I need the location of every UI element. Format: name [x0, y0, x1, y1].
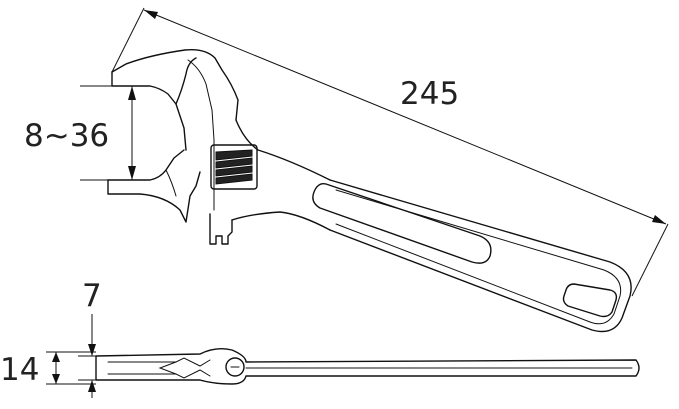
worm-screw: [215, 149, 253, 185]
fixed-jaw-outline: [111, 48, 239, 121]
worm-knob: [225, 357, 245, 377]
length-label: 245: [400, 76, 459, 112]
fourteen-arrow-up: [52, 352, 60, 362]
body-thickness-dimension: 14: [0, 351, 96, 388]
lower-jaw-inner: [165, 169, 177, 197]
extension-line-right: [631, 223, 669, 297]
jaw-throat: [175, 57, 197, 105]
arrow-right: [652, 215, 666, 224]
length-dimension-line: [143, 9, 667, 225]
fourteen-arrow-down: [52, 374, 60, 384]
handle-slot: [312, 182, 492, 264]
arrow-left: [144, 10, 158, 19]
top-view-body: [95, 347, 640, 385]
wrench-side-view: [107, 48, 632, 333]
hanging-hole: [562, 283, 618, 318]
top-view-jaw-line-lower: [107, 369, 211, 379]
jaw-thickness-label: 7: [82, 278, 102, 314]
jaw-thickness-dimension: 7: [78, 278, 102, 398]
jaw-opening-label: 8~36: [24, 118, 109, 154]
seven-arrow-up: [88, 380, 96, 392]
neck-upper: [235, 119, 331, 181]
top-view-jaw-line: [107, 357, 211, 367]
jaw-arrow-down: [128, 166, 136, 180]
neck-lower: [231, 211, 331, 231]
lower-jaw-face: [107, 149, 185, 181]
body-thickness-label: 14: [0, 352, 39, 388]
handle-inner-edge: [335, 189, 622, 325]
jaw-opening-dimension: 8~36: [24, 85, 136, 181]
head-inner-line: [187, 59, 215, 211]
extension-line-left: [111, 7, 145, 73]
rack-teeth: [209, 213, 233, 245]
upper-jaw-face: [111, 71, 187, 151]
top-view-jaw-wedge: [158, 361, 177, 375]
handle-outline: [329, 179, 632, 333]
overall-length-dimension: 245: [111, 7, 669, 297]
wrench-top-view: [95, 347, 640, 385]
seven-arrow-down: [88, 344, 96, 356]
jaw-arrow-up: [128, 86, 136, 100]
worm-housing: [210, 144, 258, 190]
movable-jaw-outline: [107, 171, 201, 223]
